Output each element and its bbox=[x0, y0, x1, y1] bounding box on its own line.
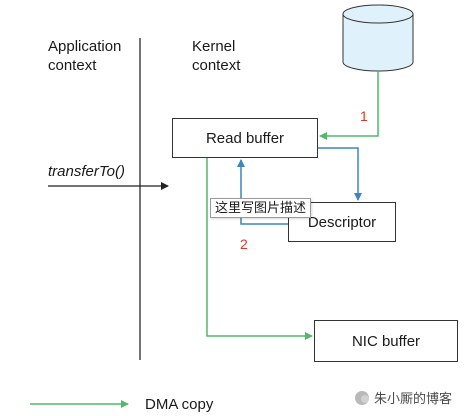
nic-buffer-box: NIC buffer bbox=[314, 320, 458, 362]
descriptor-to-read-buffer-arrow bbox=[237, 159, 288, 225]
read-buffer-box: Read buffer bbox=[172, 118, 318, 158]
disk-icon bbox=[342, 4, 414, 72]
dma-read-buffer-to-nic-arrow bbox=[206, 158, 313, 340]
legend-dma-label: DMA copy bbox=[145, 396, 214, 413]
transfer-to-label: transferTo() bbox=[48, 163, 125, 180]
watermark-text: 朱小厮的博客 bbox=[374, 391, 453, 406]
application-context-line2: context bbox=[48, 57, 97, 74]
watermark: 朱小厮的博客 bbox=[355, 388, 452, 407]
image-caption-tooltip: 这里写图片描述 bbox=[210, 198, 312, 218]
application-context-line1: Application bbox=[48, 38, 122, 55]
application-context-label: Application context bbox=[48, 37, 121, 75]
kernel-context-label: Kernel context bbox=[192, 37, 240, 75]
step-2-label: 2 bbox=[240, 236, 248, 252]
read-buffer-to-descriptor-arrow bbox=[318, 147, 362, 201]
kernel-context-line1: Kernel bbox=[192, 38, 236, 55]
dma-disk-to-read-buffer-arrow bbox=[319, 71, 379, 140]
step-1-label: 1 bbox=[360, 108, 368, 124]
wechat-icon bbox=[355, 390, 369, 405]
kernel-context-line2: context bbox=[192, 57, 241, 74]
